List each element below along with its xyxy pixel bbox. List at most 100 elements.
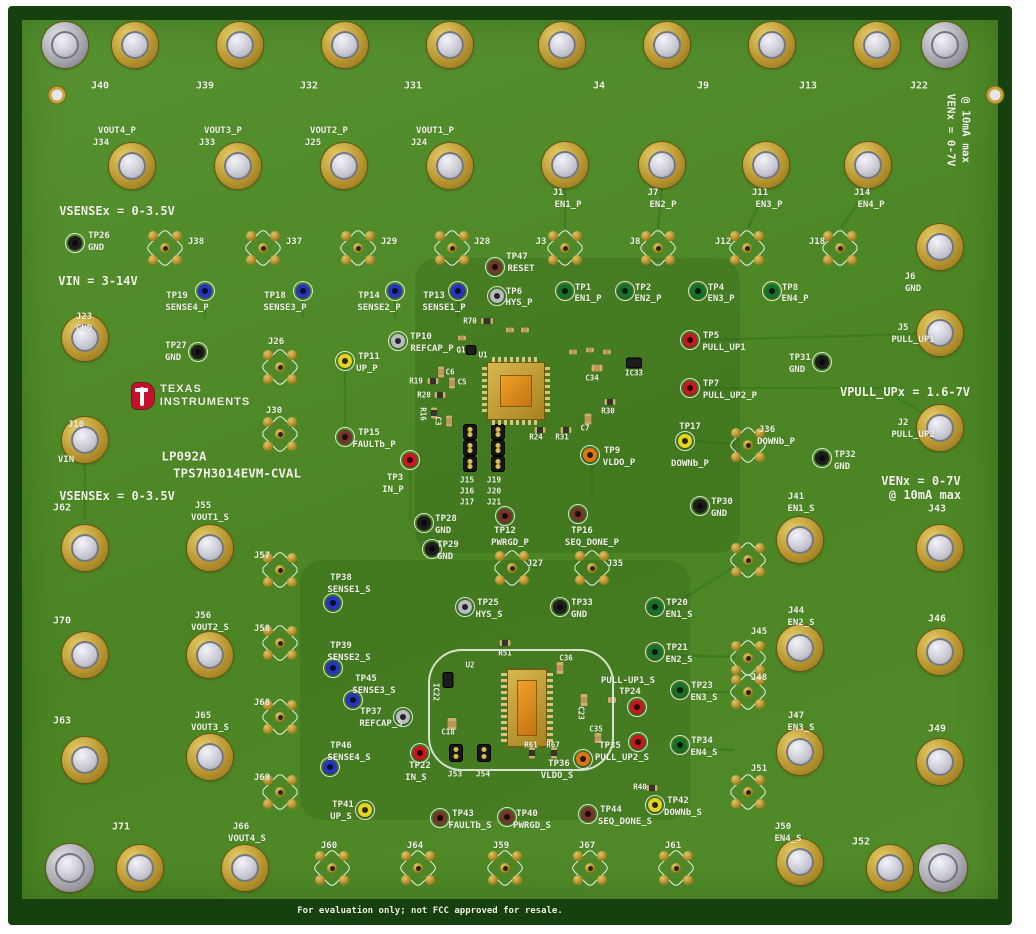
tp-tp42 <box>645 795 665 815</box>
hole-j49 <box>917 739 963 785</box>
hole-j39 <box>217 22 263 68</box>
silk-tp6: TP6 <box>505 287 523 297</box>
header-j45 <box>731 641 765 675</box>
header-pad <box>743 787 753 797</box>
header-pad <box>286 700 297 711</box>
silk-tp23-sig: EN3_S <box>690 693 718 703</box>
silk-j64: J64 <box>406 841 424 851</box>
tp-tp8 <box>762 281 782 301</box>
silk-j24: J24 <box>410 138 428 148</box>
silk-fcc-notice: For evaluation only; not FCC approved fo… <box>297 906 563 916</box>
silk-j36: J36 <box>758 425 776 435</box>
header-j57 <box>263 553 297 587</box>
silk-j1: J1 <box>552 188 564 198</box>
header-pad <box>823 254 834 265</box>
silk-tp34-sig: EN4_S <box>690 748 718 758</box>
hole-j14 <box>845 142 891 188</box>
silk-j14-sig: EN4_P <box>857 200 885 210</box>
silk-j30: J30 <box>265 406 283 416</box>
silk-tp18-sig: SENSE3_P <box>263 303 307 313</box>
header-pad <box>731 641 742 652</box>
tp-tp33 <box>550 597 570 617</box>
silk-tp19-sig: SENSE4_P <box>165 303 209 313</box>
header-pad <box>435 231 446 242</box>
silk-tp20: TP20 <box>666 598 688 608</box>
header-j48 <box>731 675 765 709</box>
silk-j51: J51 <box>750 764 768 774</box>
hole-j63 <box>62 737 108 783</box>
tooling-hole <box>989 89 1001 101</box>
header-pad <box>507 563 517 573</box>
silk-outline-u2 <box>428 649 614 771</box>
silk-j56: J56 <box>194 611 212 621</box>
silk-tp34: TP34 <box>691 736 713 746</box>
silk-r61: R61 <box>524 740 538 750</box>
silk-c6: C6 <box>445 367 455 377</box>
silk-j32: J32 <box>299 80 319 92</box>
header-pad <box>596 874 607 885</box>
silk-ven-top-1: VENx = 0-7V <box>944 93 958 167</box>
header-pad <box>731 428 742 439</box>
mount-hole <box>922 22 968 68</box>
silk-tp3-sig: IN_P <box>382 485 404 495</box>
header-pad <box>286 350 297 361</box>
header-pad <box>286 576 297 587</box>
header-pad <box>401 874 412 885</box>
silk-brand-bottom: INSTRUMENTS <box>159 396 251 408</box>
silk-tp5: TP5 <box>702 331 720 341</box>
silk-tp9: TP9 <box>603 446 621 456</box>
ic-pins <box>482 367 487 415</box>
silk-j44-sig: EN2_S <box>787 618 815 628</box>
header-pad <box>263 649 274 660</box>
silk-tp46-sig: SENSE4_S <box>327 753 371 763</box>
silk-j19: J19 <box>486 475 502 485</box>
header-j42 <box>731 543 765 577</box>
silk-j37: J37 <box>285 237 303 247</box>
silk-tp31-gnd: GND <box>788 365 806 375</box>
silk-tp22-sig: IN_S <box>405 773 427 783</box>
header-pad <box>246 254 257 265</box>
silk-ven-right-1: VENx = 0-7V <box>881 474 961 488</box>
silk-c36: C36 <box>559 653 573 663</box>
silk-vout3-p: VOUT3_P <box>204 126 242 136</box>
passive-part-14 <box>569 349 577 355</box>
silk-r20: R20 <box>417 390 431 400</box>
header-pad <box>263 775 274 786</box>
silk-tp2: TP2 <box>634 283 652 293</box>
header-pad <box>341 231 352 242</box>
header-pad <box>585 863 595 873</box>
silk-tp35-sig: PULL_UP2_S <box>594 753 650 763</box>
hole-j2 <box>917 405 963 451</box>
silk-j26: J26 <box>267 337 285 347</box>
silk-tp5-sig: PULL_UP1 <box>702 343 746 353</box>
tp-tp47 <box>485 257 505 277</box>
header-pad <box>171 231 182 242</box>
header-pad <box>731 664 742 675</box>
silk-j35: J35 <box>606 559 624 569</box>
header-pad <box>495 551 506 562</box>
header-pad <box>275 638 285 648</box>
header-j26 <box>263 350 297 384</box>
ic-die <box>517 680 537 736</box>
header-pad <box>682 874 693 885</box>
silk-tp11-sig: UP_P <box>356 364 378 374</box>
header-pad <box>548 231 559 242</box>
header-pad <box>269 254 280 265</box>
silk-j25: J25 <box>304 138 322 148</box>
header-pad <box>148 231 159 242</box>
header-pad <box>731 675 742 686</box>
passive-part-0 <box>481 318 493 324</box>
header-pad <box>424 874 435 885</box>
silk-tp14-sig: SENSE2_P <box>357 303 401 313</box>
header-pad <box>148 254 159 265</box>
hole-j11 <box>743 142 789 188</box>
tp-tp17 <box>675 431 695 451</box>
header-pad <box>731 566 742 577</box>
header-pad <box>258 243 268 253</box>
silk-board-title: TPS7H3014EVM-CVAL <box>173 465 301 481</box>
header-pad <box>488 874 499 885</box>
silk-j29: J29 <box>380 237 398 247</box>
hole-j6 <box>917 224 963 270</box>
